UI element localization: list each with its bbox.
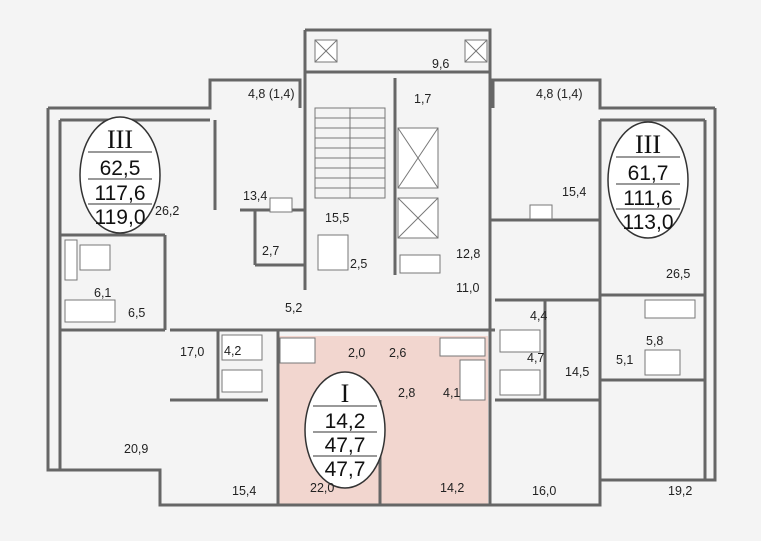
inner-walls [58, 72, 707, 505]
room-label: 5,2 [285, 301, 302, 315]
apt-center-total-balcony: 47,7 [325, 458, 366, 481]
room-label: 5,1 [616, 353, 633, 367]
room-label: 4,4 [530, 309, 547, 323]
room-label: 4,1 [443, 386, 460, 400]
apt-right-total: 111,6 [623, 187, 672, 210]
apt-center-total: 47,7 [325, 434, 366, 457]
room-label: 22,0 [310, 481, 334, 495]
room-label: 12,8 [456, 247, 480, 261]
room-labels: 9,6 1,7 4,8 (1,4) 4,8 (1,4) 13,4 26,2 15… [94, 57, 692, 498]
apt-left-type: III [107, 125, 133, 154]
apartment-right-summary: III 61,7 111,6 113,0 [607, 121, 689, 239]
room-label: 6,1 [94, 286, 111, 300]
apt-left-total-balcony: 119,0 [95, 206, 146, 229]
room-label: 1,7 [414, 92, 431, 106]
apartment-left-summary: III 62,5 117,6 119,0 [79, 116, 161, 234]
room-label: 13,4 [243, 189, 267, 203]
apt-right-type: III [635, 130, 661, 159]
room-label: 2,6 [389, 346, 406, 360]
apt-center-living: 14,2 [325, 410, 366, 433]
apt-right-living: 61,7 [628, 162, 669, 185]
room-label: 9,6 [432, 57, 449, 71]
apt-center-type: I [341, 379, 350, 408]
room-label: 15,4 [562, 185, 586, 199]
room-label: 15,4 [232, 484, 256, 498]
apartment-center-summary: I 14,2 47,7 47,7 [304, 371, 386, 489]
room-label: 26,5 [666, 267, 690, 281]
room-label: 2,8 [398, 386, 415, 400]
room-label: 5,8 [646, 334, 663, 348]
room-label: 2,5 [350, 257, 367, 271]
room-label: 14,5 [565, 365, 589, 379]
room-label: 4,7 [527, 351, 544, 365]
room-label: 14,2 [440, 481, 464, 495]
room-label: 17,0 [180, 345, 204, 359]
room-label: 26,2 [155, 204, 179, 218]
room-label: 2,0 [348, 346, 365, 360]
room-label: 11,0 [456, 281, 479, 295]
room-label: 6,5 [128, 306, 145, 320]
room-label: 15,5 [325, 211, 349, 225]
apt-left-living: 62,5 [100, 157, 141, 180]
apt-left-total: 117,6 [95, 182, 146, 205]
room-label: 2,7 [262, 244, 279, 258]
room-label: 20,9 [124, 442, 148, 456]
apt-right-total-balcony: 113,0 [623, 211, 674, 234]
stair-core [314, 39, 488, 239]
bathroom-fixtures [64, 197, 696, 401]
room-label: 4,2 [224, 344, 241, 358]
room-label: 4,8 (1,4) [248, 87, 295, 101]
room-label: 16,0 [532, 484, 556, 498]
room-label: 19,2 [668, 484, 692, 498]
room-label: 4,8 (1,4) [536, 87, 583, 101]
